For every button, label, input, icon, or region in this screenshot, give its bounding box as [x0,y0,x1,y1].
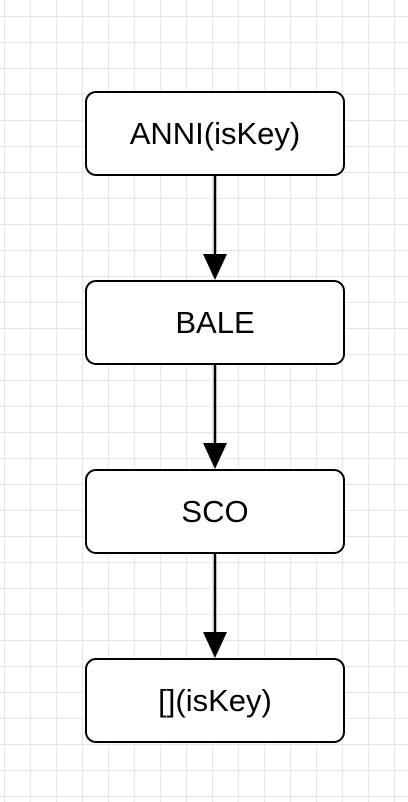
node-label: SCO [181,493,249,529]
arrowhead-icon [203,632,227,658]
flow-node-anni[interactable]: ANNI(isKey) [85,91,345,176]
node-label: ANNI(isKey) [129,115,301,151]
node-label: [](isKey) [158,682,272,718]
arrowhead-icon [203,443,227,469]
flow-node-empty-list[interactable]: [](isKey) [85,658,345,743]
node-label: BALE [175,304,255,340]
edge-n2-n3[interactable] [203,365,227,469]
flow-node-sco[interactable]: SCO [85,469,345,554]
flow-node-bale[interactable]: BALE [85,280,345,365]
arrowhead-icon [203,254,227,280]
edge-n3-n4[interactable] [203,554,227,658]
edge-n1-n2[interactable] [203,176,227,280]
